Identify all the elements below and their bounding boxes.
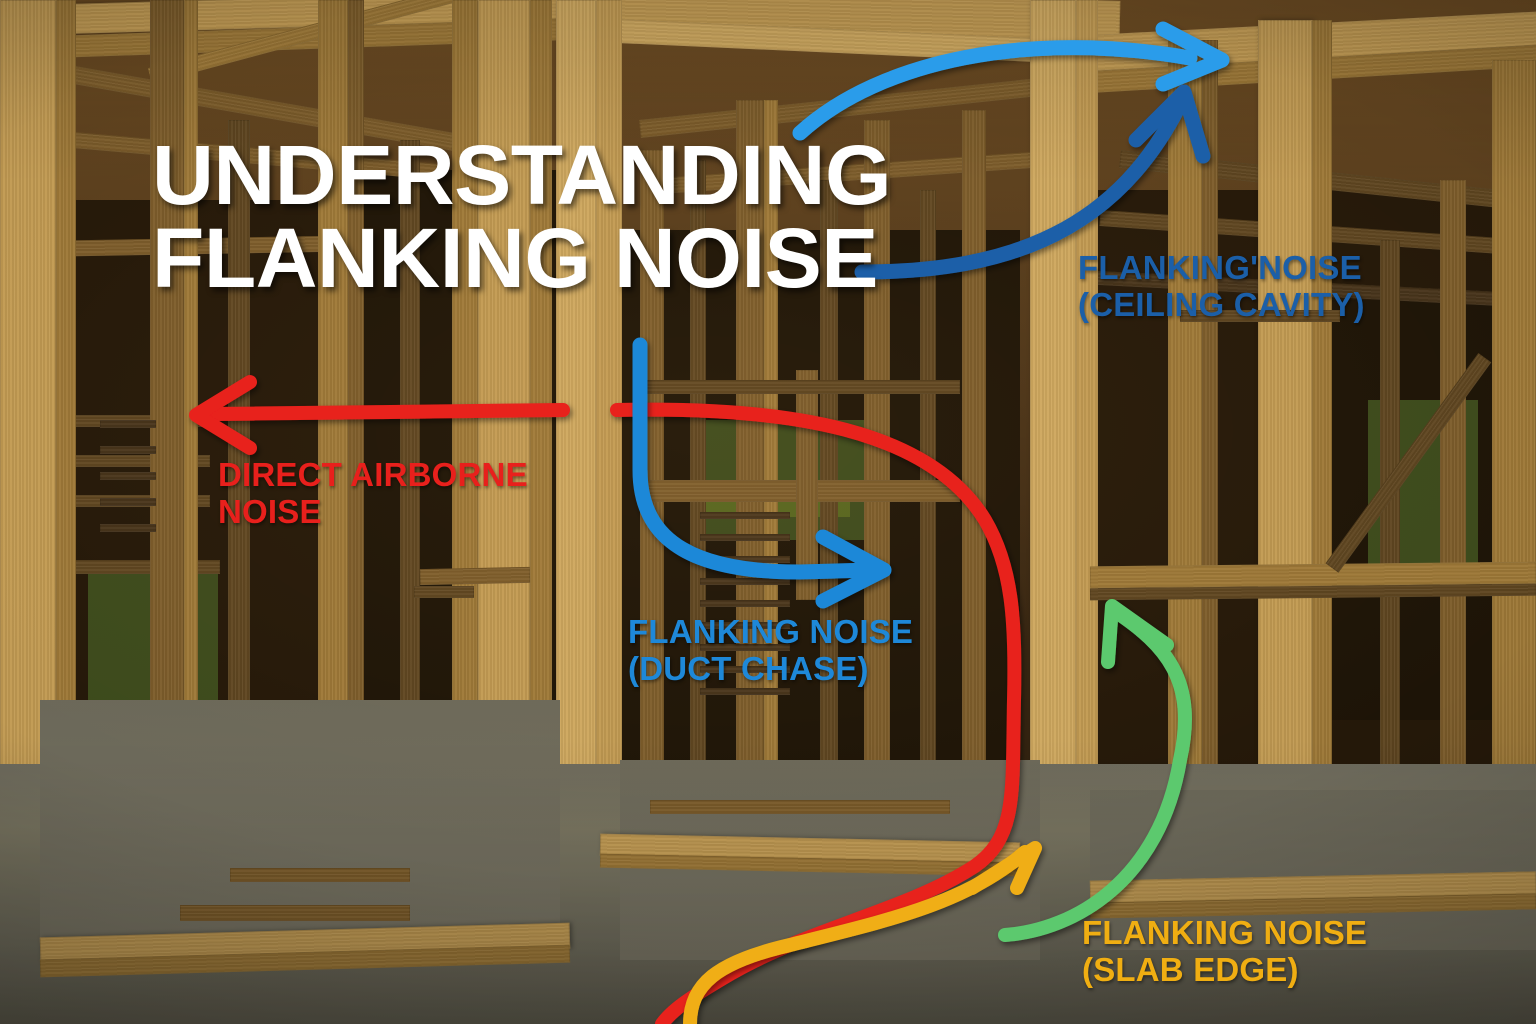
- timber-slat-6: [700, 622, 790, 629]
- timber-noggin-mid-2: [414, 586, 474, 598]
- label-flanking-noise-duct-chase: FLANKING NOISE (DUCT CHASE): [628, 613, 914, 687]
- arrow-ceiling-cavity-rise: [854, 84, 1211, 280]
- timber-slat-7: [700, 644, 790, 651]
- arrow-slab-edge-rise: [998, 599, 1192, 942]
- timber-slat-left-4: [100, 498, 156, 506]
- timber-slat-left-3: [100, 472, 156, 480]
- timber-bottom-plate-mid-inner2: [230, 868, 410, 882]
- timber-stud-25: [1440, 180, 1466, 880]
- label-direct-airborne-noise: DIRECT AIRBORNE NOISE: [218, 456, 528, 530]
- page-title: UNDERSTANDING FLANKING NOISE: [152, 128, 892, 306]
- timber-slat-1: [700, 512, 790, 519]
- timber-right-noggin: [1180, 310, 1340, 322]
- label-flanking-noise-slab-edge: FLANKING NOISE (SLAB EDGE): [1082, 914, 1368, 988]
- timber-center-head: [640, 380, 960, 394]
- timber-slat-9: [700, 688, 790, 695]
- timber-slat-left-5: [100, 524, 156, 532]
- label-flanking-noise-ceiling-cavity: FLANKING'NOISE (CEILING CAVITY): [1078, 249, 1365, 323]
- timber-slat-3: [700, 556, 790, 563]
- timber-slat-5: [700, 600, 790, 607]
- timber-bottom-plate-mid-inner: [180, 905, 410, 921]
- timber-slat-left-1: [100, 420, 156, 428]
- timber-slat-8: [700, 666, 790, 673]
- timber-stud-24: [1380, 240, 1400, 880]
- timber-stud-21: [1202, 40, 1218, 940]
- timber-slat-left-2: [100, 446, 156, 454]
- timber-right-post-face: [1076, 0, 1098, 975]
- arrow-slab-edge: [683, 841, 1042, 1024]
- timber-bottom-plate-center-inner: [650, 800, 950, 814]
- timber-stud-15: [764, 100, 778, 960]
- arrow-ceiling-cavity-top: [792, 21, 1230, 141]
- timber-slat-4: [700, 578, 790, 585]
- timber-slat-2: [700, 534, 790, 541]
- arrow-duct-chase: [632, 337, 892, 609]
- timber-stud-23: [1312, 20, 1332, 945]
